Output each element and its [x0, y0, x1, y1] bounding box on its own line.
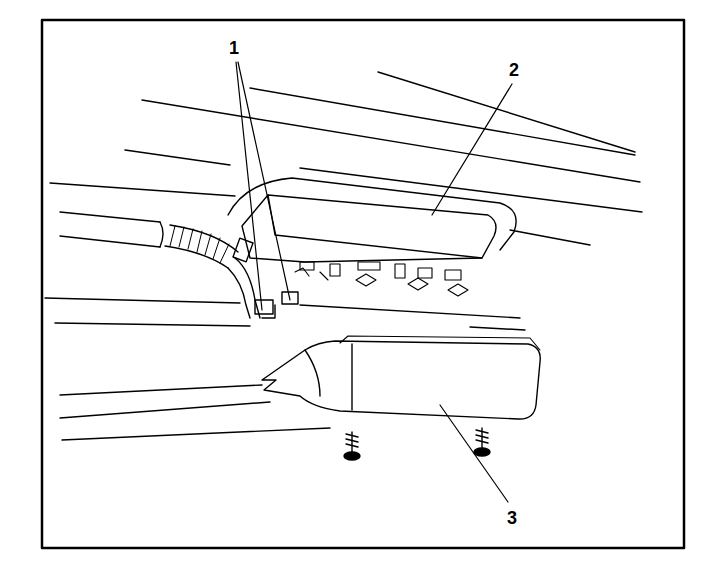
- lamp-lens: [262, 336, 540, 419]
- callout-number: 3: [507, 508, 517, 528]
- callout-number: 1: [229, 38, 239, 58]
- lamp-housing: [228, 178, 516, 296]
- callout-number: 2: [509, 60, 519, 80]
- wire-harness: [60, 212, 298, 318]
- headliner-lines: [45, 72, 642, 440]
- leader-lines: [236, 62, 512, 502]
- screws: [344, 428, 490, 460]
- frame-border: [42, 20, 684, 548]
